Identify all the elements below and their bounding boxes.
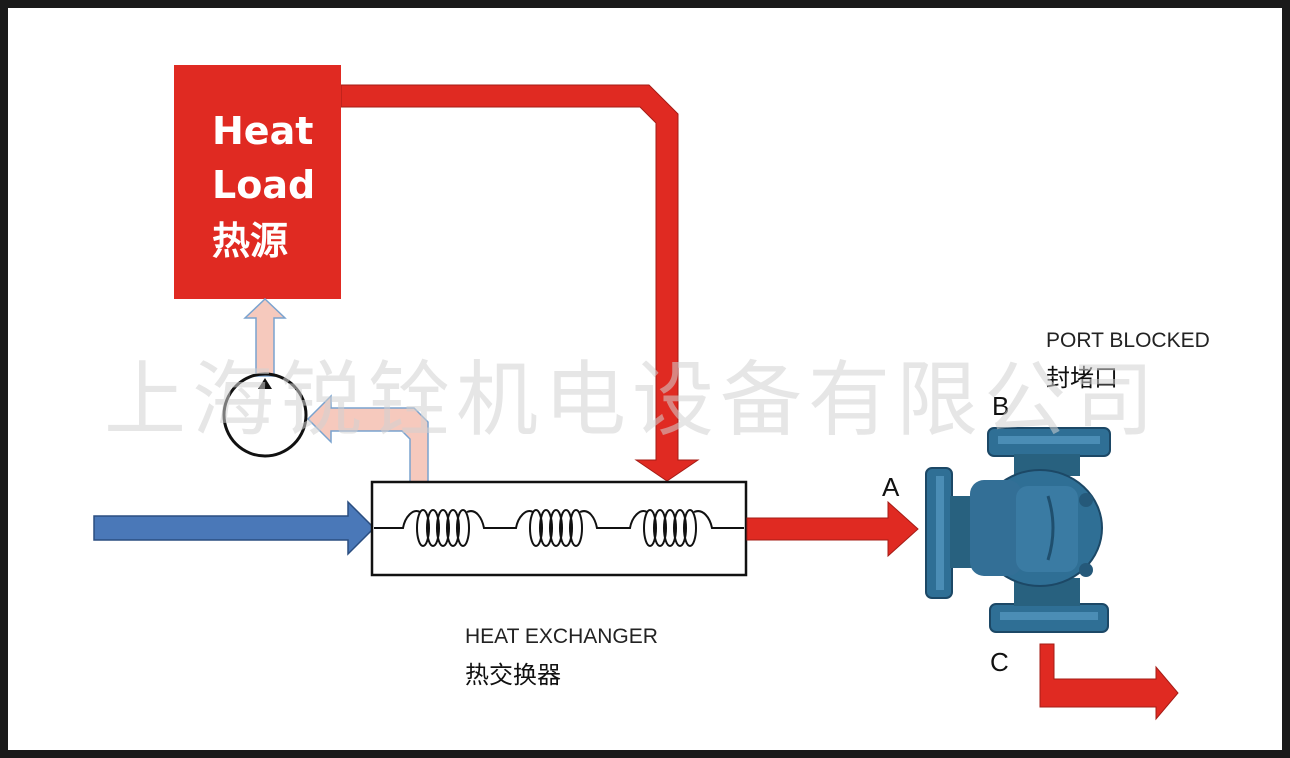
- pump-direction-icon: [258, 378, 272, 389]
- heat-exchanger-label-cn: 热交换器: [465, 661, 561, 689]
- return-pipe-to-pump: [306, 394, 429, 484]
- hot-supply-pipe: [340, 84, 700, 482]
- port-b-label: B: [992, 391, 1009, 421]
- heat-load-line3: 热源: [212, 219, 288, 263]
- three-way-valve: [925, 427, 1111, 633]
- port-c-outlet-arrow: [1039, 643, 1179, 721]
- watermark-text: 上海锐铨机电设备有限公司: [104, 353, 1160, 448]
- port-blocked-label-en: PORT BLOCKED: [1046, 329, 1210, 352]
- pump-symbol: [222, 372, 308, 458]
- cold-inlet-arrow: [93, 500, 376, 556]
- return-pipe-to-load: [243, 297, 287, 377]
- heat-exchanger: [370, 480, 748, 577]
- heat-exchanger-label-en: HEAT EXCHANGER: [465, 625, 658, 648]
- port-a-label: A: [882, 472, 900, 502]
- diagram-canvas: Heat Load 热源: [8, 8, 1282, 750]
- port-blocked-label-cn: 封堵口: [1046, 364, 1118, 392]
- heat-exchanger-coil: [374, 509, 744, 547]
- heat-load-line1: Heat: [212, 109, 313, 153]
- heat-load-line2: Load: [212, 163, 315, 207]
- hot-outlet-arrow: [746, 500, 919, 558]
- port-c-label: C: [990, 647, 1009, 677]
- heat-load-box: Heat Load 热源: [174, 65, 341, 299]
